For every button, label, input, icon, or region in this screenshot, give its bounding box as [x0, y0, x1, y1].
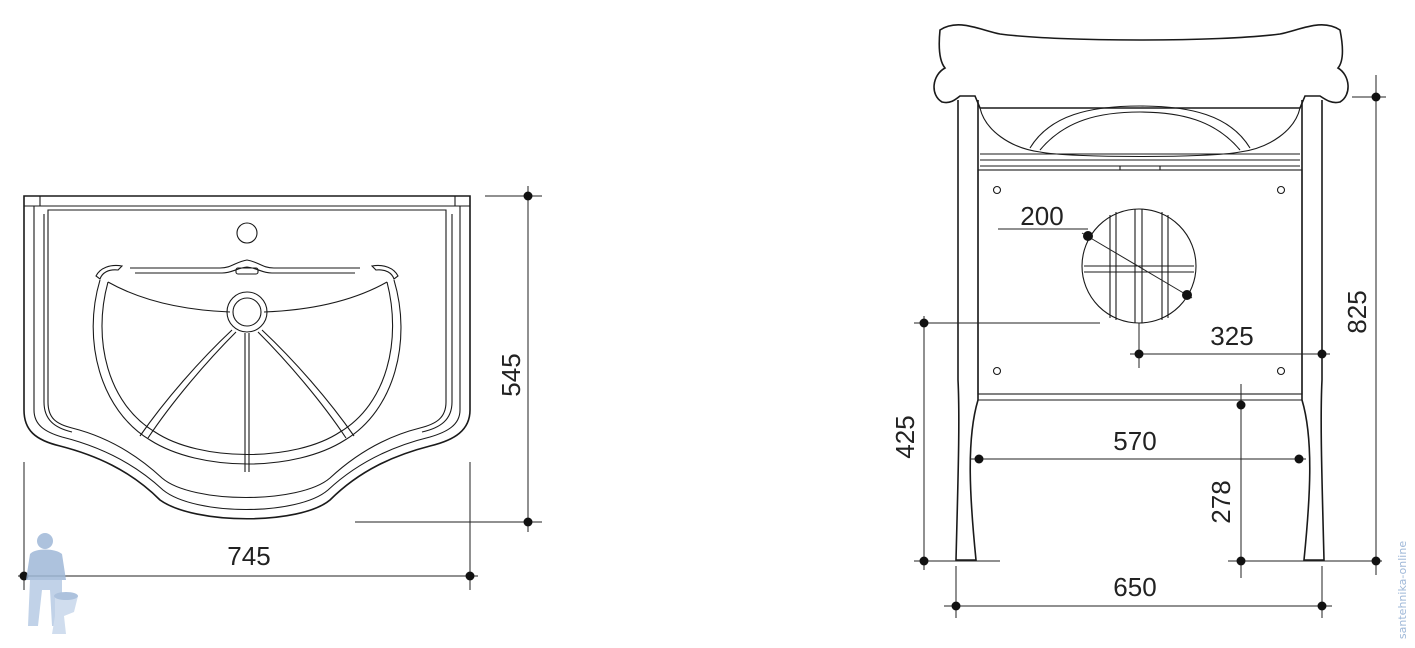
cabinet-side-view: 200 325 425 570 278 825: [890, 24, 1386, 618]
dim-total-width-label: 650: [1113, 572, 1156, 602]
dim-left-height-label: 425: [890, 415, 920, 458]
dim-total-height-label: 825: [1342, 290, 1372, 333]
dim-width-label: 745: [227, 541, 270, 571]
basin-top-view: 745 545: [18, 186, 542, 590]
dim-inner-width-label: 570: [1113, 426, 1156, 456]
plumber-mascot-logo: [26, 533, 78, 634]
dim-shelf-height-label: 278: [1206, 480, 1236, 523]
watermark-text: santehnika-online: [1396, 541, 1409, 639]
dim-hole-height-label: 325: [1210, 321, 1253, 351]
dim-depth-label: 545: [496, 353, 526, 396]
dim-hole-diameter-label: 200: [1020, 201, 1063, 231]
